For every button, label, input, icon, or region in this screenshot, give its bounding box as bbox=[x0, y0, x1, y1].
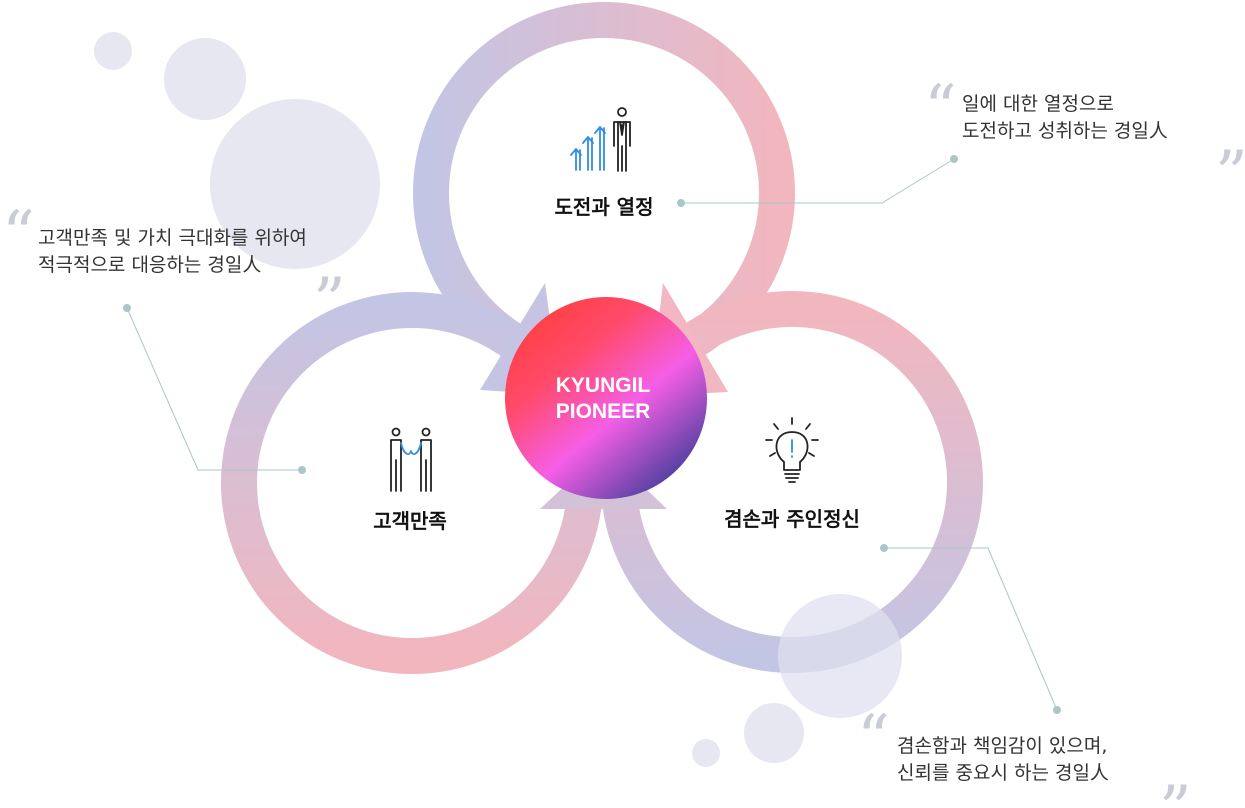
quote-line: 신뢰를 중요시 하는 경일人 bbox=[897, 762, 1109, 784]
ring-label-humility: 겸손과 주인정신 bbox=[724, 507, 860, 531]
bubble-decoration bbox=[210, 99, 380, 269]
close-quote-icon: ” bbox=[1215, 138, 1245, 212]
close-quote-icon: ” bbox=[313, 265, 346, 339]
bubble-decoration bbox=[778, 594, 902, 718]
connector-customer bbox=[123, 304, 306, 474]
close-quote-icon: ” bbox=[1159, 773, 1192, 808]
ring-label-customer: 고객만족 bbox=[373, 509, 447, 533]
center-label-line2: PIONEER bbox=[556, 400, 651, 423]
lightbulb-icon bbox=[765, 417, 819, 483]
bubble-decoration bbox=[744, 703, 804, 763]
quote-line: 고객만족 및 가치 극대화를 위하여 bbox=[38, 227, 307, 249]
quote-customer: 고객만족 및 가치 극대화를 위하여 적극적으로 대응하는 경일人 bbox=[38, 225, 307, 279]
bubble-decoration bbox=[164, 38, 246, 120]
open-quote-icon: “ bbox=[857, 702, 890, 776]
quote-line: 겸손함과 책임감이 있으며, bbox=[897, 735, 1108, 757]
connector-humility bbox=[880, 544, 1061, 714]
quote-line: 적극적으로 대응하는 경일人 bbox=[38, 254, 262, 276]
connector-challenge bbox=[677, 155, 958, 207]
center-label-line1: KYUNGIL bbox=[556, 374, 651, 397]
bubble-decoration bbox=[692, 739, 720, 767]
growth-person-icon bbox=[570, 107, 631, 172]
open-quote-icon: “ bbox=[2, 198, 35, 272]
center-circle bbox=[505, 297, 707, 499]
quote-line: 도전하고 성취하는 경일人 bbox=[962, 120, 1168, 142]
handshake-icon bbox=[390, 427, 432, 492]
ring-label-challenge: 도전과 열정 bbox=[555, 195, 654, 219]
quote-humility: 겸손함과 책임감이 있으며, 신뢰를 중요시 하는 경일人 bbox=[897, 733, 1109, 787]
quote-line: 일에 대한 열정으로 bbox=[962, 93, 1114, 115]
quote-challenge: 일에 대한 열정으로 도전하고 성취하는 경일人 bbox=[962, 91, 1168, 145]
bubble-decoration bbox=[94, 32, 132, 70]
open-quote-icon: “ bbox=[924, 72, 957, 146]
